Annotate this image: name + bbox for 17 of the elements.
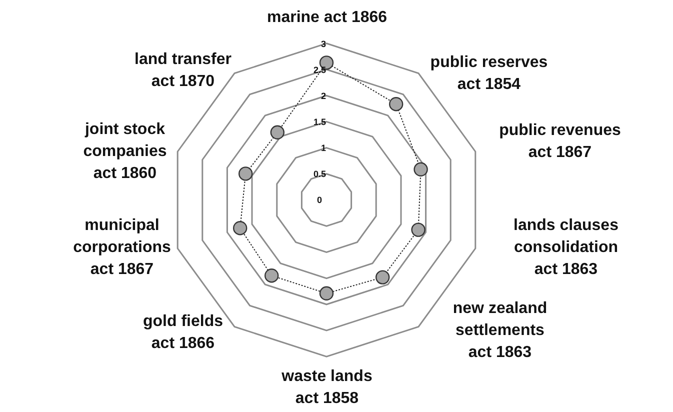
axis-label: new zealand settlements act 1863 [452, 299, 548, 363]
tick-label: 0 [316, 195, 322, 205]
axis-label: gold fields act 1866 [142, 312, 224, 354]
tick-label: 1.5 [313, 117, 326, 127]
axis-label: land transfer act 1870 [134, 50, 232, 92]
axis-label: public reserves act 1854 [429, 53, 549, 95]
tick-label: 2.5 [313, 65, 326, 75]
axis-label: marine act 1866 [266, 8, 388, 28]
axis-label: joint stock companies act 1860 [82, 120, 168, 184]
axis-label: waste lands act 1858 [280, 367, 374, 409]
tick-label: 3 [320, 39, 326, 49]
axis-label: municipal corporations act 1867 [72, 216, 172, 280]
axis-label: public revenues act 1867 [498, 121, 622, 163]
tick-label: 2 [320, 91, 326, 101]
axis-label: lands clauses consolidation act 1863 [512, 216, 620, 280]
tick-label: 0.5 [313, 169, 326, 179]
tick-label: 1 [320, 143, 326, 153]
